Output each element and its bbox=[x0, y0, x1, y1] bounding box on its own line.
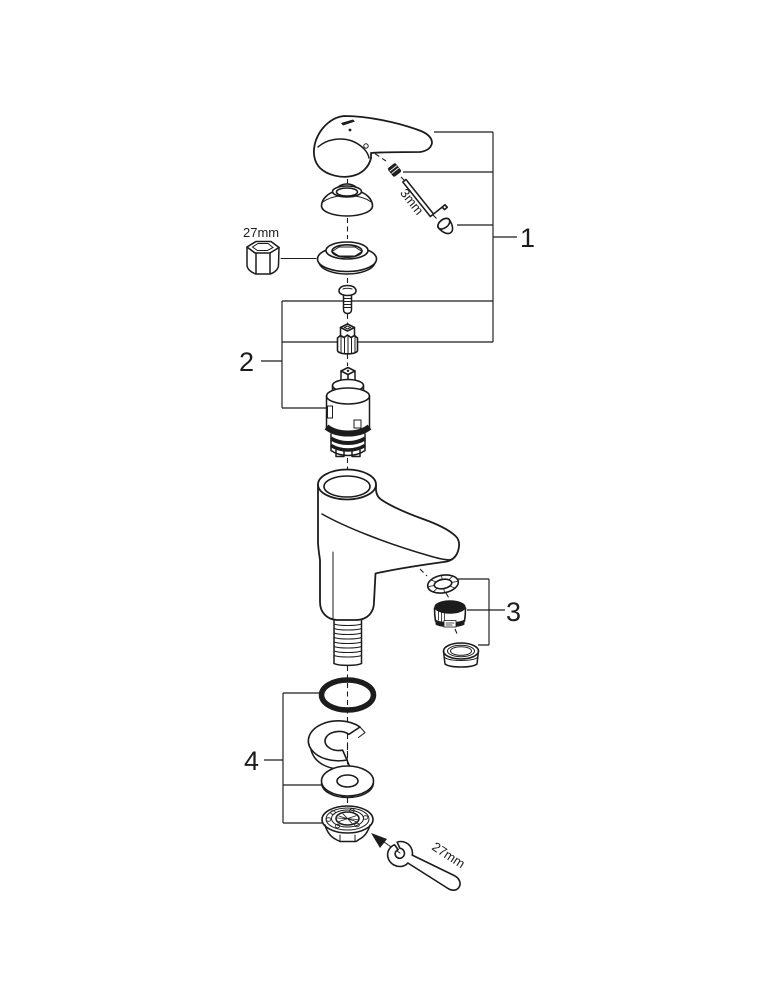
callout-1: 1 bbox=[520, 223, 535, 253]
callout-4: 4 bbox=[244, 746, 259, 776]
aerator-core bbox=[433, 600, 467, 628]
ring-nut bbox=[316, 241, 378, 275]
faucet-body bbox=[317, 468, 460, 667]
hex-key-size-label: 3mm bbox=[397, 186, 427, 218]
wrench-27mm bbox=[386, 840, 461, 891]
mounting-nut bbox=[321, 805, 374, 843]
callout-bracket-2 bbox=[261, 301, 326, 409]
cartridge-adapter bbox=[336, 323, 359, 355]
handle-slot bbox=[341, 119, 355, 126]
horseshoe-clamp bbox=[307, 720, 366, 770]
allen-key bbox=[402, 178, 449, 218]
o-ring bbox=[318, 677, 377, 713]
socket-size-label: 27mm bbox=[243, 225, 279, 240]
aerator-axis-line bbox=[419, 568, 459, 637]
socket-tool-27mm bbox=[246, 240, 280, 275]
grub-screw bbox=[387, 163, 402, 177]
handle-screw-hole bbox=[363, 143, 369, 149]
aerator-shell bbox=[442, 642, 480, 668]
callout-bracket-1 bbox=[282, 131, 517, 343]
base-washer bbox=[320, 765, 375, 799]
spout-crease bbox=[321, 513, 453, 561]
callout-2: 2 bbox=[239, 347, 254, 377]
dome-cap bbox=[320, 183, 374, 217]
cartridge bbox=[324, 366, 372, 458]
callout-bracket-4 bbox=[264, 692, 322, 824]
shank-threads bbox=[333, 619, 363, 667]
cartridge-screw bbox=[338, 284, 357, 315]
callout-3: 3 bbox=[506, 597, 521, 627]
handle-screw-axis-line bbox=[367, 148, 440, 222]
handle-plug bbox=[437, 217, 454, 235]
lever-handle bbox=[313, 115, 433, 178]
aerator-washer bbox=[426, 574, 460, 594]
handle-dot bbox=[348, 128, 352, 132]
callout-bracket-3 bbox=[458, 578, 505, 646]
